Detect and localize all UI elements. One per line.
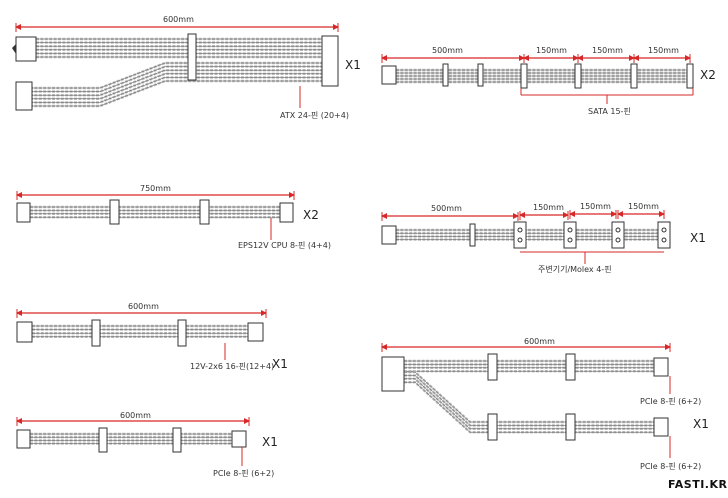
sata-length-seg2: 150mm <box>592 46 623 55</box>
atx-bottom-wire-core <box>30 80 322 107</box>
sata-connector-4 <box>686 63 694 89</box>
12v-quantity: X1 <box>272 357 288 371</box>
pcie1-connector-left <box>16 429 31 449</box>
molex-pin <box>567 227 573 233</box>
sata-length-seg3: 150mm <box>648 46 679 55</box>
pcie2-bottom-wire-core <box>404 375 654 426</box>
sata-connector-1 <box>520 63 528 89</box>
atx-quantity: X1 <box>345 58 361 72</box>
12v-length-label: 600mm <box>128 302 159 311</box>
molex-pin <box>517 237 523 243</box>
eps-length-label: 750mm <box>140 184 171 193</box>
eps-comb-2 <box>199 199 210 225</box>
pcie2-bottom-wire-core <box>404 378 654 430</box>
molex-quantity: X1 <box>690 231 706 245</box>
pcie2-bottom-wire <box>404 370 654 424</box>
pcie1-comb-1 <box>98 427 108 453</box>
atx-cable-drawing <box>12 23 339 111</box>
sata-length-seg1: 150mm <box>536 46 567 55</box>
pcie-dual-quantity: X1 <box>693 417 709 431</box>
pcie2-connector-2 <box>653 417 669 437</box>
pcie-single-cable-drawing <box>16 417 250 466</box>
sata-connector-3 <box>630 63 638 89</box>
pcie2-bottom-wire <box>404 377 654 430</box>
sata-quantity: X2 <box>700 68 716 82</box>
atx-connector-bottom <box>15 81 33 111</box>
molex-pin <box>615 237 621 243</box>
v12-comb-1 <box>91 319 101 347</box>
pcie2-comb-top-2 <box>565 353 576 381</box>
atx-cable-comb <box>187 33 197 81</box>
sata-connector-2 <box>574 63 582 89</box>
pcie1-comb-2 <box>172 427 182 453</box>
eps-cable-drawing <box>16 191 295 240</box>
sata-connector-label: SATA 15-핀 <box>588 107 631 116</box>
atx-connector-label: ATX 24-핀 (20+4) <box>280 111 349 120</box>
pcie1-connector-right <box>231 430 247 448</box>
sata-clip-2 <box>477 63 484 87</box>
sata-cable-drawing <box>381 54 694 104</box>
molex-connector-label: 주변기기/Molex 4-핀 <box>538 265 612 274</box>
12v-2x6-cable-drawing <box>16 309 267 360</box>
molex-length-seg1: 150mm <box>533 203 564 212</box>
molex-pin <box>517 227 523 233</box>
molex-cable-drawing <box>381 210 671 264</box>
molex-clip-1 <box>469 223 476 247</box>
pcie-dual-connector-label-1: PCIe 8-핀 (6+2) <box>640 397 702 406</box>
v12-connector-left <box>16 321 33 343</box>
eps-connector-label: EPS12V CPU 8-핀 (4+4) <box>238 241 331 250</box>
atx-bottom-wire-core <box>30 77 322 103</box>
molex-length-seg3: 150mm <box>628 202 659 211</box>
atx-bottom-wire-core <box>30 62 322 89</box>
pcie-dual-cable-drawing <box>381 343 671 458</box>
pcie2-comb-bottom-1 <box>487 413 498 441</box>
pcie2-bottom-wire <box>404 381 654 434</box>
brand-watermark: FASTI.KR <box>668 478 728 491</box>
pcie-dual-length-label: 600mm <box>524 337 555 346</box>
molex-length-seg2: 150mm <box>580 202 611 211</box>
atx-bottom-wire-core <box>30 73 322 100</box>
pcie-dual-connector-label-2: PCIe 8-핀 (6+2) <box>640 462 702 471</box>
molex-pin <box>615 227 621 233</box>
molex-connector-psu <box>381 225 397 245</box>
sata-connector-psu <box>381 65 397 85</box>
eps-quantity: X2 <box>303 208 319 222</box>
atx-latch <box>12 44 16 54</box>
v12-comb-2 <box>177 319 187 347</box>
eps-connector-right <box>279 202 294 223</box>
sata-length-main: 500mm <box>432 46 463 55</box>
pcie2-bottom-wire-core <box>404 371 654 423</box>
pcie2-comb-bottom-2 <box>565 413 576 441</box>
pcie2-bottom-wire <box>404 374 654 427</box>
pcie2-comb-top-1 <box>487 353 498 381</box>
atx-length-label: 600mm <box>163 15 194 24</box>
eps-comb-1 <box>109 199 120 225</box>
molex-pin <box>567 237 573 243</box>
pcie-single-quantity: X1 <box>262 435 278 449</box>
pcie2-connector-psu <box>381 356 405 392</box>
v12-connector-right <box>247 322 264 342</box>
molex-pin <box>661 237 667 243</box>
pcie2-bottom-wire-core <box>404 381 654 433</box>
pcie2-connector-1 <box>653 357 669 377</box>
atx-bottom-wire-core <box>30 69 322 96</box>
pcie-single-connector-label: PCIe 8-핀 (6+2) <box>213 469 275 478</box>
atx-bottom-wire-core <box>30 66 322 92</box>
eps-connector-left <box>16 202 31 223</box>
sata-clip-1 <box>442 63 449 87</box>
molex-connector-4 <box>657 221 671 249</box>
molex-connector-2 <box>563 221 577 249</box>
atx-connector-psu <box>321 35 339 87</box>
molex-connector-3 <box>611 221 625 249</box>
molex-pin <box>661 227 667 233</box>
atx-connector-top <box>15 36 37 62</box>
molex-connector-1 <box>513 221 527 249</box>
molex-length-main: 500mm <box>431 204 462 213</box>
pcie-single-length-label: 600mm <box>120 411 151 420</box>
12v-connector-label: 12V-2x6 16-핀(12+4) <box>190 362 275 371</box>
